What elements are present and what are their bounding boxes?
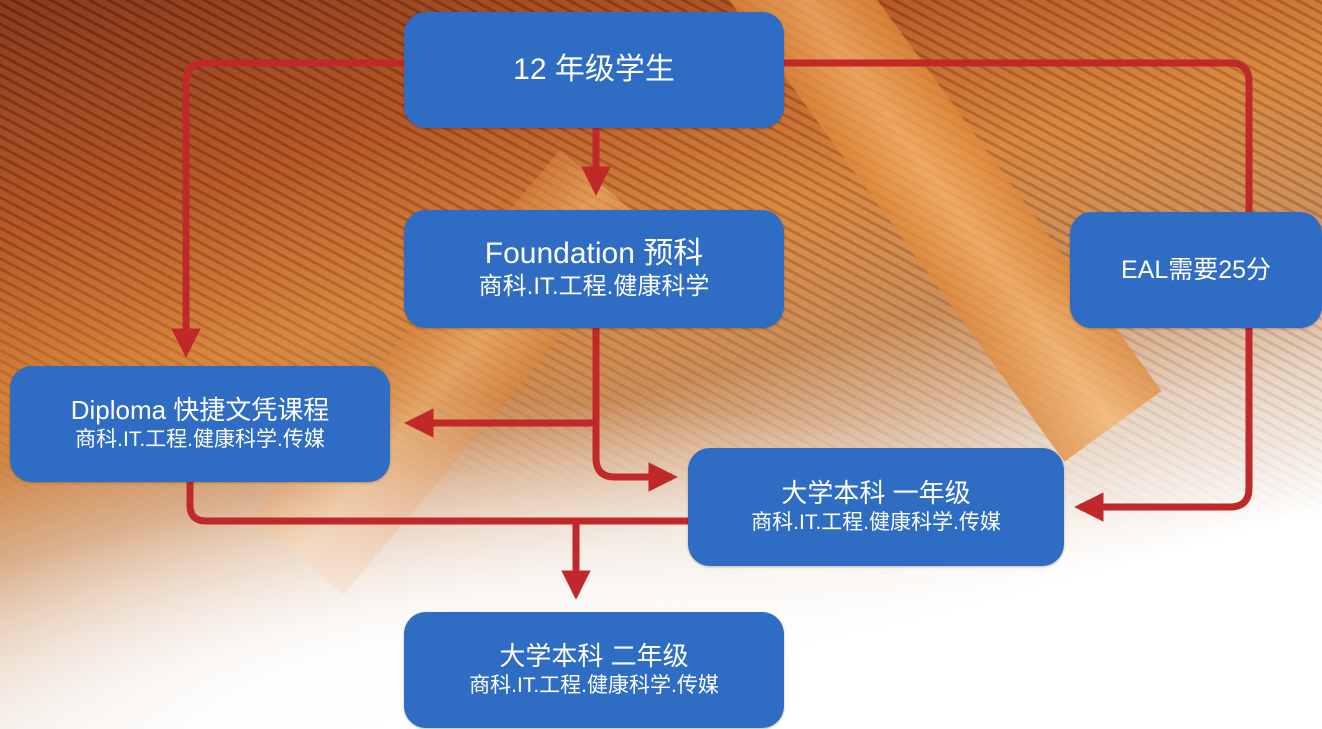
node-diploma-title: Diploma 快捷文凭课程	[70, 395, 330, 425]
node-diploma: Diploma 快捷文凭课程 商科.IT.工程.健康科学.传媒	[10, 366, 390, 482]
arrow-foundation-to-year1	[592, 423, 678, 492]
arrow-grade12-to-diploma	[171, 59, 404, 358]
arrow-foundation-to-diploma	[404, 328, 600, 438]
node-year2-subtitle: 商科.IT.工程.健康科学.传媒	[469, 674, 719, 697]
node-year2: 大学本科 二年级 商科.IT.工程.健康科学.传媒	[404, 612, 784, 728]
node-year1: 大学本科 一年级 商科.IT.工程.健康科学.传媒	[688, 448, 1064, 566]
node-year1-title: 大学本科 一年级	[781, 478, 971, 508]
node-year2-title: 大学本科 二年级	[499, 641, 689, 671]
connector-diploma-to-year2	[186, 482, 690, 525]
node-foundation-title: Foundation 预科	[484, 237, 704, 270]
node-eal: EAL需要25分	[1070, 212, 1322, 328]
node-foundation-subtitle: 商科.IT.工程.健康科学	[478, 273, 710, 300]
node-year1-subtitle: 商科.IT.工程.健康科学.传媒	[751, 511, 1001, 534]
node-diploma-subtitle: 商科.IT.工程.健康科学.传媒	[75, 428, 325, 451]
node-foundation: Foundation 预科 商科.IT.工程.健康科学	[404, 210, 784, 328]
node-grade12-title: 12 年级学生	[513, 53, 675, 86]
node-grade12: 12 年级学生	[404, 12, 784, 128]
node-eal-title: EAL需要25分	[1120, 256, 1272, 284]
